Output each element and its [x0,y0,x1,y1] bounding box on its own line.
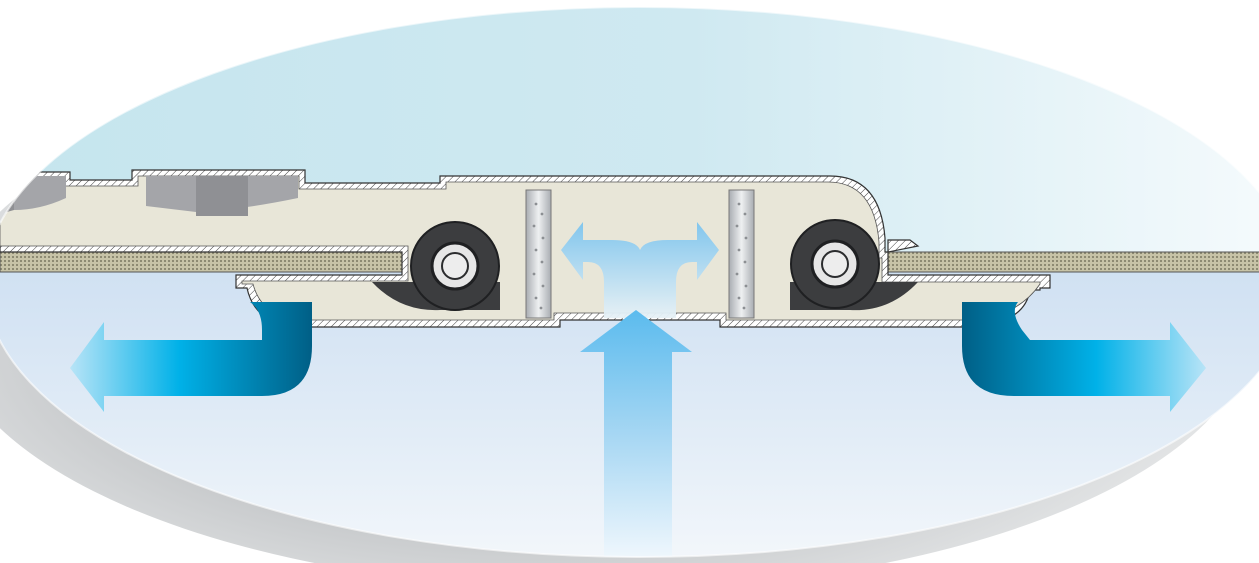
ceiling-board-left [0,251,403,273]
ellipse-rim [0,6,1259,558]
right-fan [790,219,918,311]
discharge-arrow-icon [70,302,312,412]
intake-arrow-icon [580,310,692,557]
ceiling-board-right [887,251,1259,273]
split-arrow-icon [561,222,719,318]
left-fan [372,221,500,311]
filter-icon [728,189,755,319]
right-filter [728,189,755,319]
right-fan-hub [821,250,849,278]
left-fan-hub [441,252,469,280]
left-filter [525,189,552,319]
filter-icon [525,189,552,319]
discharge-arrow-icon [962,302,1206,412]
gray-block-4 [196,176,248,216]
